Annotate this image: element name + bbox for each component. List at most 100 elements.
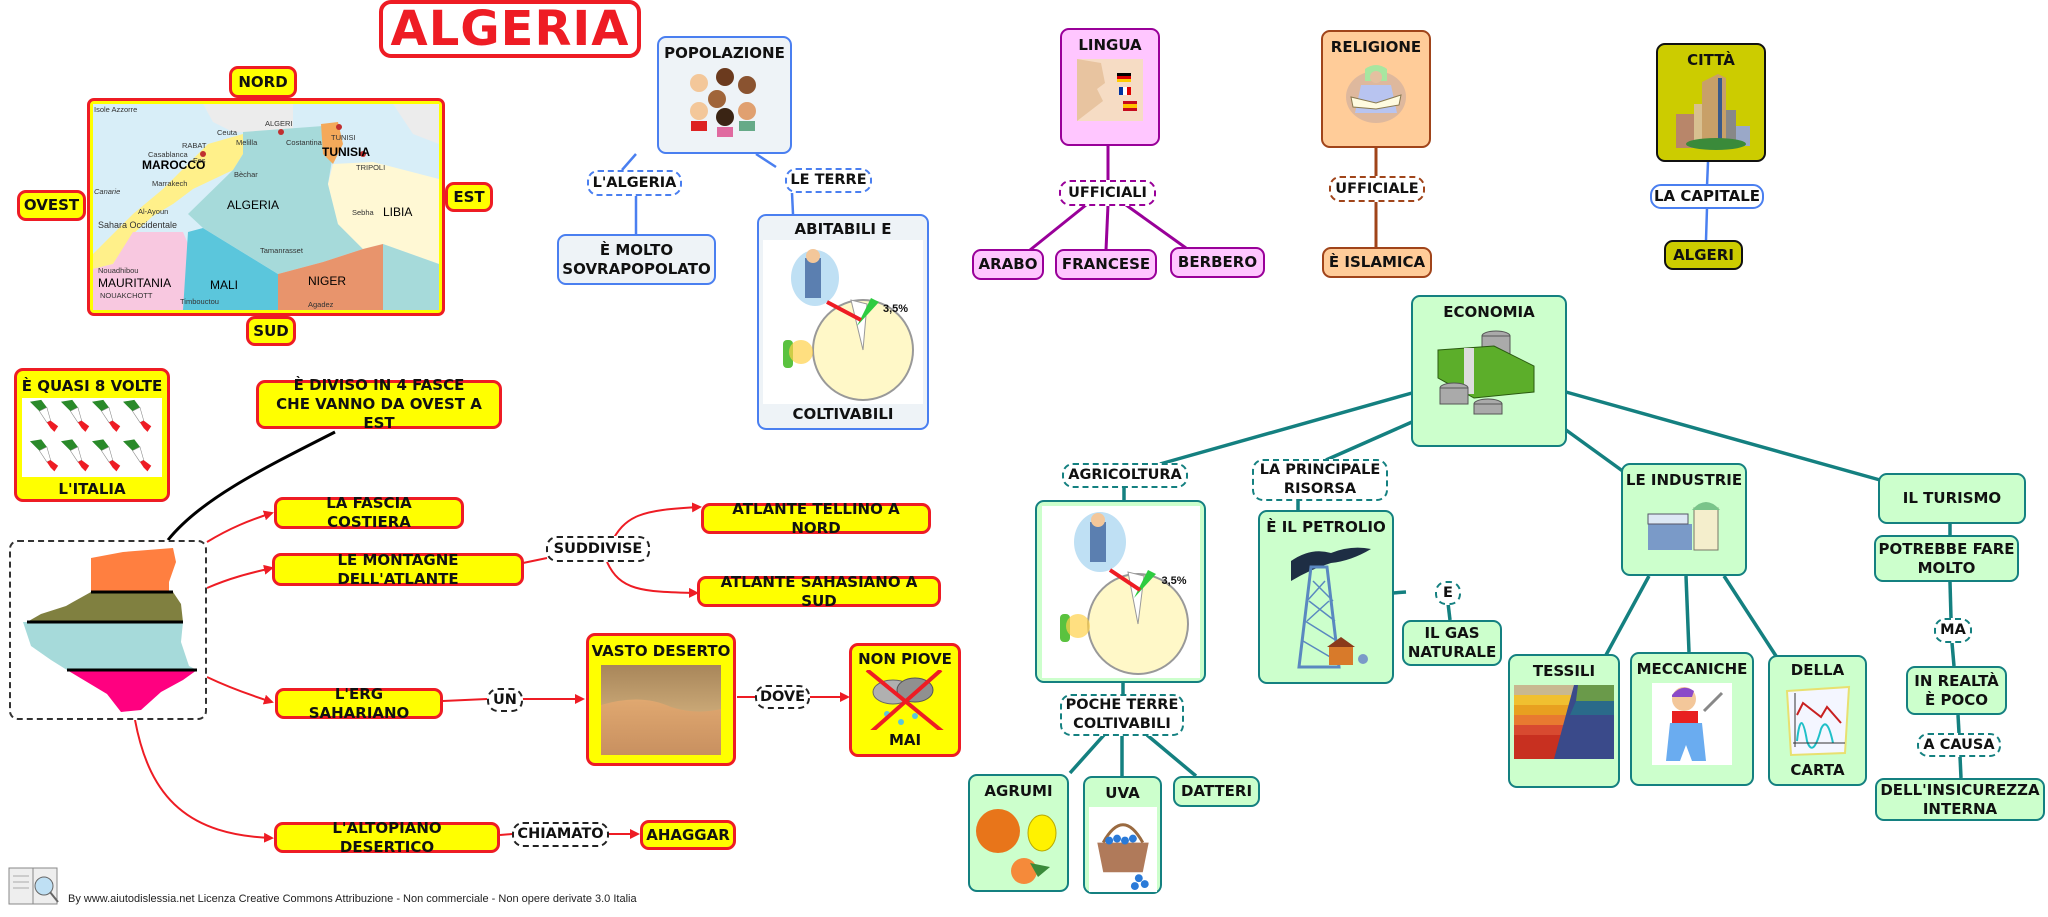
religion-node[interactable]: RELIGIONE	[1321, 30, 1431, 148]
economy-node[interactable]: ECONOMIA	[1411, 295, 1567, 447]
map-city: Fes	[193, 156, 206, 165]
connector	[755, 152, 777, 169]
religion-islamic[interactable]: È ISLAMICA	[1322, 247, 1432, 278]
link-e[interactable]: E	[1435, 581, 1461, 605]
direction-west[interactable]: OVEST	[17, 190, 86, 221]
map-label-mali: MALI	[210, 278, 239, 292]
connector	[1958, 755, 1963, 779]
connector	[1325, 420, 1413, 462]
percent-label: 3,5%	[883, 303, 909, 315]
link-principale-risorsa[interactable]: LA PRINCIPALE RISORSA	[1252, 459, 1388, 501]
direction-east[interactable]: EST	[445, 182, 493, 212]
language-berbero[interactable]: BERBERO	[1170, 247, 1265, 278]
map-city: ALGERI	[265, 119, 293, 128]
map-label-niger: NIGER	[308, 274, 347, 288]
map-city: TUNISI	[331, 133, 356, 142]
link-le-terre[interactable]: LE TERRE	[785, 168, 872, 193]
algeria-map-node[interactable]: MAROCCO TUNISIA ALGERIA LIBIA MAURITANIA…	[87, 98, 445, 316]
connector	[1029, 203, 1087, 252]
agriculture-chart-image: 3,5%	[1041, 505, 1200, 678]
tourism-potential-node[interactable]: POTREBBE FARE MOLTO	[1874, 535, 2019, 582]
size-comparison-node[interactable]: È QUASI 8 VOLTE L'ITALIA	[14, 368, 170, 502]
license-footer: By www.aiutodislessia.net Licenza Creati…	[68, 893, 637, 905]
map-region-label: Sahara Occidentale	[98, 220, 178, 230]
no-rain-icon	[865, 670, 944, 730]
capital-algeri[interactable]: ALGERI	[1664, 240, 1743, 270]
population-node[interactable]: POPOLAZIONE	[657, 36, 792, 154]
agriculture-node[interactable]: 3,5%	[1035, 500, 1206, 683]
habitable-land-node[interactable]: ABITABILI E 3,5% COLTIVABILI	[757, 214, 929, 430]
natural-gas-node[interactable]: IL GAS NATURALE	[1402, 620, 1502, 666]
industry-textile[interactable]: TESSILI	[1508, 654, 1620, 788]
map-city: Timbouctou	[180, 297, 219, 306]
connector	[621, 153, 637, 171]
map-city: Agadez	[308, 300, 334, 309]
connector	[1145, 733, 1198, 778]
connector	[1104, 204, 1110, 251]
band-node-erg[interactable]: L'ERG SAHARIANO	[275, 685, 443, 722]
band-node-coastal[interactable]: LA FASCIA COSTIERA	[274, 494, 464, 531]
link-ma[interactable]: MA	[1934, 618, 1972, 643]
link-agricoltura[interactable]: AGRICOLTURA	[1062, 463, 1188, 488]
link-ufficiale[interactable]: UFFICIALE	[1329, 176, 1425, 202]
language-arabo[interactable]: ARABO	[972, 249, 1044, 280]
product-datteri[interactable]: DATTERI	[1173, 776, 1260, 807]
paper-chart-image	[1785, 685, 1850, 756]
map-city: Tamanrasset	[260, 246, 303, 255]
cities-node[interactable]: CITTÀ	[1656, 43, 1766, 162]
ahaggar-node[interactable]: AHAGGAR	[640, 820, 736, 850]
petroleum-node[interactable]: È IL PETROLIO	[1258, 510, 1394, 684]
map-city: Nouadhibou	[98, 266, 139, 275]
link-la-capitale[interactable]: LA CAPITALE	[1650, 184, 1764, 209]
connector	[1446, 602, 1452, 621]
industry-node[interactable]: LE INDUSTRIE	[1621, 463, 1747, 576]
link-ufficiali[interactable]: UFFICIALI	[1059, 180, 1156, 206]
map-region-label: Isole Azzorre	[94, 105, 138, 114]
bands-intro-node[interactable]: È DIVISO IN 4 FASCE CHE VANNO DA OVEST A…	[256, 376, 502, 432]
map-label-tunisia: TUNISIA	[322, 145, 370, 159]
band-node-atlas[interactable]: LE MONTAGNE DELL'ATLANTE	[272, 551, 524, 588]
link-un[interactable]: UN	[487, 688, 523, 712]
grapes-basket-image	[1088, 807, 1157, 892]
link-algeria[interactable]: L'ALGERIA	[587, 170, 682, 196]
no-rain-node[interactable]: NON PIOVE MAI	[849, 643, 961, 757]
map-label-algeria: ALGERIA	[227, 198, 280, 212]
language-francese[interactable]: FRANCESE	[1055, 249, 1157, 280]
map-city: Casablanca	[148, 150, 188, 159]
language-node[interactable]: LINGUA	[1060, 28, 1160, 146]
link-a-causa[interactable]: A CAUSA	[1917, 733, 2001, 757]
band-node-plateau[interactable]: L'ALTOPIANO DESERTICO	[274, 819, 500, 856]
product-uva[interactable]: UVA	[1083, 776, 1162, 894]
direction-south[interactable]: SUD	[246, 316, 296, 346]
language-flags-image	[1077, 59, 1143, 121]
map-label-libya: LIBIA	[383, 205, 413, 219]
industry-mechanical[interactable]: MECCANICHE	[1630, 652, 1754, 786]
citrus-image	[975, 809, 1056, 884]
tourism-cause-node[interactable]: DELL'INSICUREZZA INTERNA	[1875, 778, 2045, 821]
algeria-bands-shape-node[interactable]	[9, 540, 207, 720]
overpopulated-node[interactable]: È MOLTO SOVRAPOPOLATO	[557, 234, 716, 285]
map-label-morocco: MAROCCO	[142, 158, 206, 172]
atlas-tellino-node[interactable]: ATLANTE TELLINO A NORD	[701, 500, 931, 537]
vast-desert-node[interactable]: VASTO DESERTO	[586, 633, 736, 766]
tourism-node[interactable]: IL TURISMO	[1878, 473, 2026, 524]
connector	[206, 510, 274, 543]
product-agrumi[interactable]: AGRUMI	[968, 774, 1069, 892]
atlas-sahasiano-node[interactable]: ATLANTE SAHASIANO A SUD	[697, 573, 941, 610]
connector	[1068, 733, 1106, 775]
page-title: ALGERIA	[379, 0, 641, 58]
connector	[1604, 575, 1651, 656]
link-dove[interactable]: DOVE	[755, 685, 810, 709]
map-city: Ceuta	[217, 128, 238, 137]
connector	[1704, 207, 1709, 241]
reading-man-image	[1346, 65, 1406, 123]
band-coastal	[91, 548, 176, 592]
industry-paper[interactable]: DELLA CARTA	[1768, 655, 1867, 786]
link-chiamato[interactable]: CHIAMATO	[512, 822, 609, 847]
percent-label: 3,5%	[1161, 574, 1187, 587]
tourism-reality-node[interactable]: IN REALTÀ È POCO	[1906, 666, 2007, 715]
connector	[1705, 161, 1710, 187]
link-suddivise[interactable]: SUDDIVISE	[546, 536, 650, 562]
link-poche-terre[interactable]: POCHE TERRE COLTIVABILI	[1060, 694, 1184, 736]
direction-north[interactable]: NORD	[229, 66, 297, 98]
